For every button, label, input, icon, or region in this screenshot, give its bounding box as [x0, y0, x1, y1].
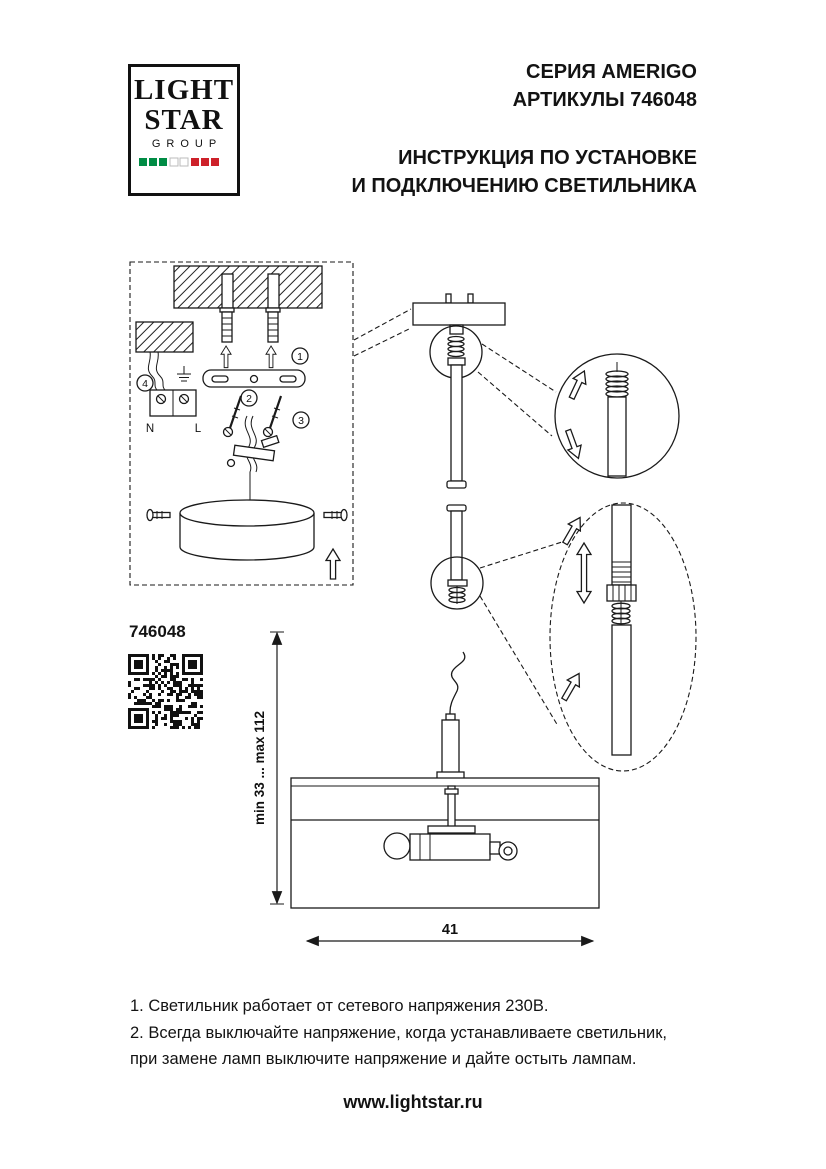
cable-clamp [232, 444, 276, 462]
flag-green-dash [149, 158, 157, 166]
rod-lower-segment [430, 504, 484, 610]
step-number: 4 [142, 378, 148, 390]
terminal-label-n: N [146, 423, 154, 435]
flag-green-dash [139, 158, 147, 166]
mounting-steps-panel: 1 4 [129, 261, 354, 586]
leader-line [479, 595, 559, 727]
step-badge-4: 4 [136, 374, 154, 392]
mounting-screw [262, 395, 283, 438]
ceiling-section [173, 265, 323, 309]
step-number: 3 [298, 415, 304, 427]
supply-wire [147, 351, 159, 392]
coupler-nut [606, 584, 637, 602]
flag-red-dash [191, 158, 199, 166]
canopy-side-screw [323, 508, 348, 522]
document-header: СЕРИЯ AMERIGO АРТИКУЛЫ 746048 ИНСТРУКЦИЯ… [351, 58, 697, 200]
leader-line [479, 541, 563, 569]
clamp-screw [226, 458, 236, 468]
suspension-rod [450, 510, 463, 581]
series-title: СЕРИЯ AMERIGO [526, 61, 697, 83]
lamp-socket [498, 841, 518, 861]
fixture-wire [250, 415, 258, 473]
step-number: 1 [297, 351, 303, 363]
terminal-label-l: L [195, 423, 202, 435]
adjust-height-arrow-icon [576, 542, 592, 604]
mounting-bracket [202, 369, 306, 388]
step-badge-3: 3 [292, 411, 310, 429]
leader-line [353, 327, 412, 357]
flag-green-dash [159, 158, 167, 166]
leader-line [353, 308, 412, 341]
flag-white-dash [169, 157, 179, 167]
step-badge-1: 1 [291, 347, 309, 365]
lamp-bracket [427, 825, 476, 834]
ceiling-plate-assembly [412, 293, 506, 489]
lift-canopy-arrow-icon [325, 548, 341, 580]
step-badge-2: 2 [240, 389, 258, 407]
fixture-stem [441, 719, 460, 775]
rotate-arrow-icon [560, 427, 586, 462]
note-line: 1. Светильник работает от сетевого напря… [130, 997, 549, 1015]
insert-anchor-arrow-icon [265, 345, 277, 369]
qr-code [128, 654, 203, 729]
insert-anchor-arrow-icon [220, 345, 232, 369]
suspension-rod [450, 364, 463, 482]
height-dimension-label: min 33 ... max 112 [252, 711, 267, 825]
safety-notes: 1. Светильник работает от сетевого напря… [130, 993, 730, 1073]
step-number: 2 [246, 393, 252, 405]
rotate-arrow-icon [564, 367, 592, 402]
lamp-end [383, 832, 411, 860]
note-line: при замене ламп выключите напряжение и д… [130, 1050, 637, 1068]
width-dimension-label: 41 [442, 922, 458, 938]
lamp-body [409, 833, 491, 861]
article-number: 746048 [129, 622, 186, 641]
leader-line [477, 371, 553, 437]
ceiling-canopy [179, 499, 315, 561]
flag-red-dash [211, 158, 219, 166]
articles-title: АРТИКУЛЫ 746048 [512, 89, 697, 111]
detail-ellipse-rod-coupling [549, 502, 697, 772]
cable-clamp [260, 434, 280, 449]
note-line: 2. Всегда выключайте напряжение, когда у… [130, 1023, 668, 1042]
mounting-screw [222, 395, 243, 438]
instruction-title-line2: И ПОДКЛЮЧЕНИЮ СВЕТИЛЬНИКА [351, 175, 697, 197]
detail-circle-thread-top [554, 353, 680, 479]
instruction-title-line1: ИНСТРУКЦИЯ ПО УСТАНОВКЕ [398, 147, 697, 169]
rotate-arrow-icon [558, 513, 587, 548]
canopy-side-screw [146, 508, 171, 522]
logo-italian-flag [139, 157, 219, 167]
lightstar-logo: LIGHT STAR GROUP [128, 64, 240, 196]
wall-section [135, 321, 194, 353]
flag-white-dash [179, 157, 189, 167]
horizontal-dimension: 41 [305, 922, 595, 947]
rotate-arrow-icon [557, 669, 586, 704]
zoom-circle [430, 556, 484, 610]
vertical-dimension: min 33 ... max 112 [252, 631, 284, 905]
website-url: www.lightstar.ru [343, 1092, 483, 1112]
flag-red-dash [201, 158, 209, 166]
logo-word-group: GROUP [151, 138, 223, 150]
leader-line [481, 343, 557, 393]
fixture-drawing [290, 651, 600, 909]
wall-anchor [265, 307, 281, 343]
logo-word-star: STAR [144, 104, 224, 136]
power-cord [449, 651, 466, 718]
wall-anchor [219, 307, 235, 343]
ground-symbol-icon [177, 366, 191, 382]
terminal-block: N L [146, 389, 202, 435]
logo-word-light: LIGHT [133, 74, 235, 106]
supply-wire [155, 351, 167, 392]
